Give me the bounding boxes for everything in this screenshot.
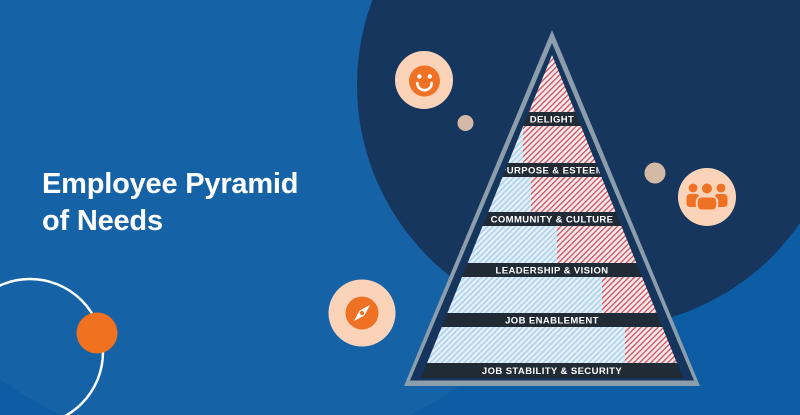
level-label: JOB STABILITY & SECURITY bbox=[482, 366, 622, 377]
page-title: Employee Pyramid of Needs bbox=[42, 166, 299, 240]
page-title-line2: of Needs bbox=[42, 205, 163, 237]
level-label: JOB ENABLEMENT bbox=[505, 316, 599, 327]
tan-dot-large bbox=[644, 162, 666, 184]
level-label: PURPOSE & ESTEEM bbox=[500, 166, 604, 177]
level-band bbox=[421, 263, 683, 277]
orange-dot bbox=[76, 312, 118, 354]
tan-dot-small bbox=[457, 115, 474, 131]
level-label: LEADERSHIP & VISION bbox=[496, 266, 609, 277]
compass-icon bbox=[328, 279, 396, 347]
page-title-line1: Employee Pyramid bbox=[42, 168, 299, 200]
smiley-icon bbox=[395, 51, 453, 109]
level-label: COMMUNITY & CULTURE bbox=[491, 215, 614, 226]
level-progress-fill bbox=[421, 327, 625, 363]
level-band bbox=[421, 363, 683, 378]
people-icon bbox=[678, 168, 736, 226]
level-label: DELIGHT bbox=[530, 115, 575, 126]
level-band bbox=[421, 313, 683, 327]
